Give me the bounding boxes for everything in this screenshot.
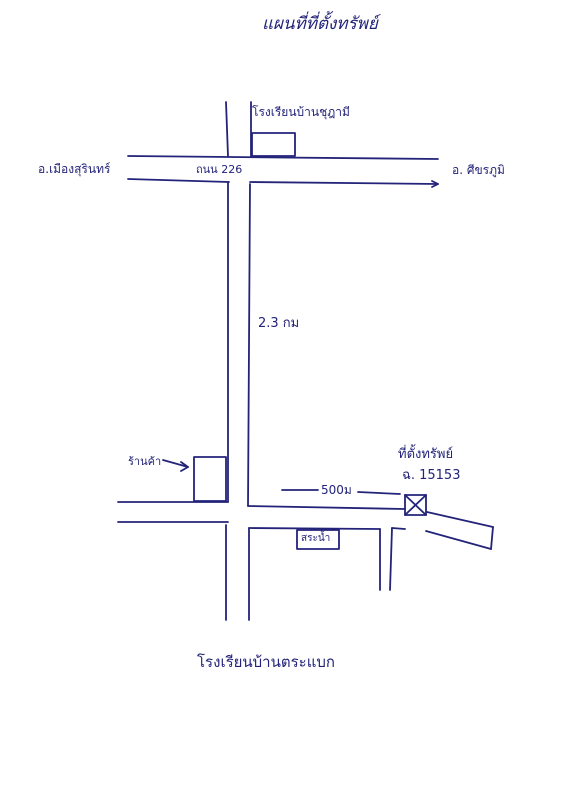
map-title: แผนที่ที่ตั้งทรัพย์ [262,14,378,34]
angled-road-cap [490,526,494,550]
shop-arrow-head [180,461,189,472]
distance-vertical-label: 2.3 กม [258,316,300,331]
distance-horizontal-label: 500ม [321,483,352,497]
shop-arrow-shaft [162,459,189,468]
arrow-east [431,180,439,188]
angled-road-north-edge [426,511,494,528]
school-north-label: โรงเรียนบ้านชุฎามี [252,105,350,119]
shop-building [193,456,227,502]
property-marker [404,494,427,516]
property-marker-cross-b [404,494,427,516]
road-name-label: ถนน 226 [196,163,243,176]
highway-226-south-edge-east [249,181,439,185]
angled-road-south-edge [425,530,492,550]
shop-label: ร้านค้า [128,455,162,468]
school-north-building [251,132,296,157]
property-number-label: ฉ. 15153 [402,468,461,483]
lower-road-south-edge-east [248,527,381,530]
highway-226-north-edge [127,155,439,160]
property-label: ที่ตั้งทรัพย์ [398,447,454,462]
school-south-label: โรงเรียนบ้านตระแบก [197,653,335,671]
lower-road-north-edge-east [247,505,406,510]
pond-shape [296,529,340,550]
pond-label: สระน้ำ [301,533,331,544]
label-east: อ. ศีขรภูมิ [452,163,505,177]
distance-line-right [357,491,401,495]
ns-road-west-edge-north [225,101,229,157]
ns-road-east-edge [247,183,251,507]
highway-226-south-edge-west [127,178,230,183]
lower-road-south-edge-east-2 [391,527,406,530]
label-west: อ.เมืองสุรินทร์ [38,162,111,176]
side-road-east-edge [389,527,393,591]
